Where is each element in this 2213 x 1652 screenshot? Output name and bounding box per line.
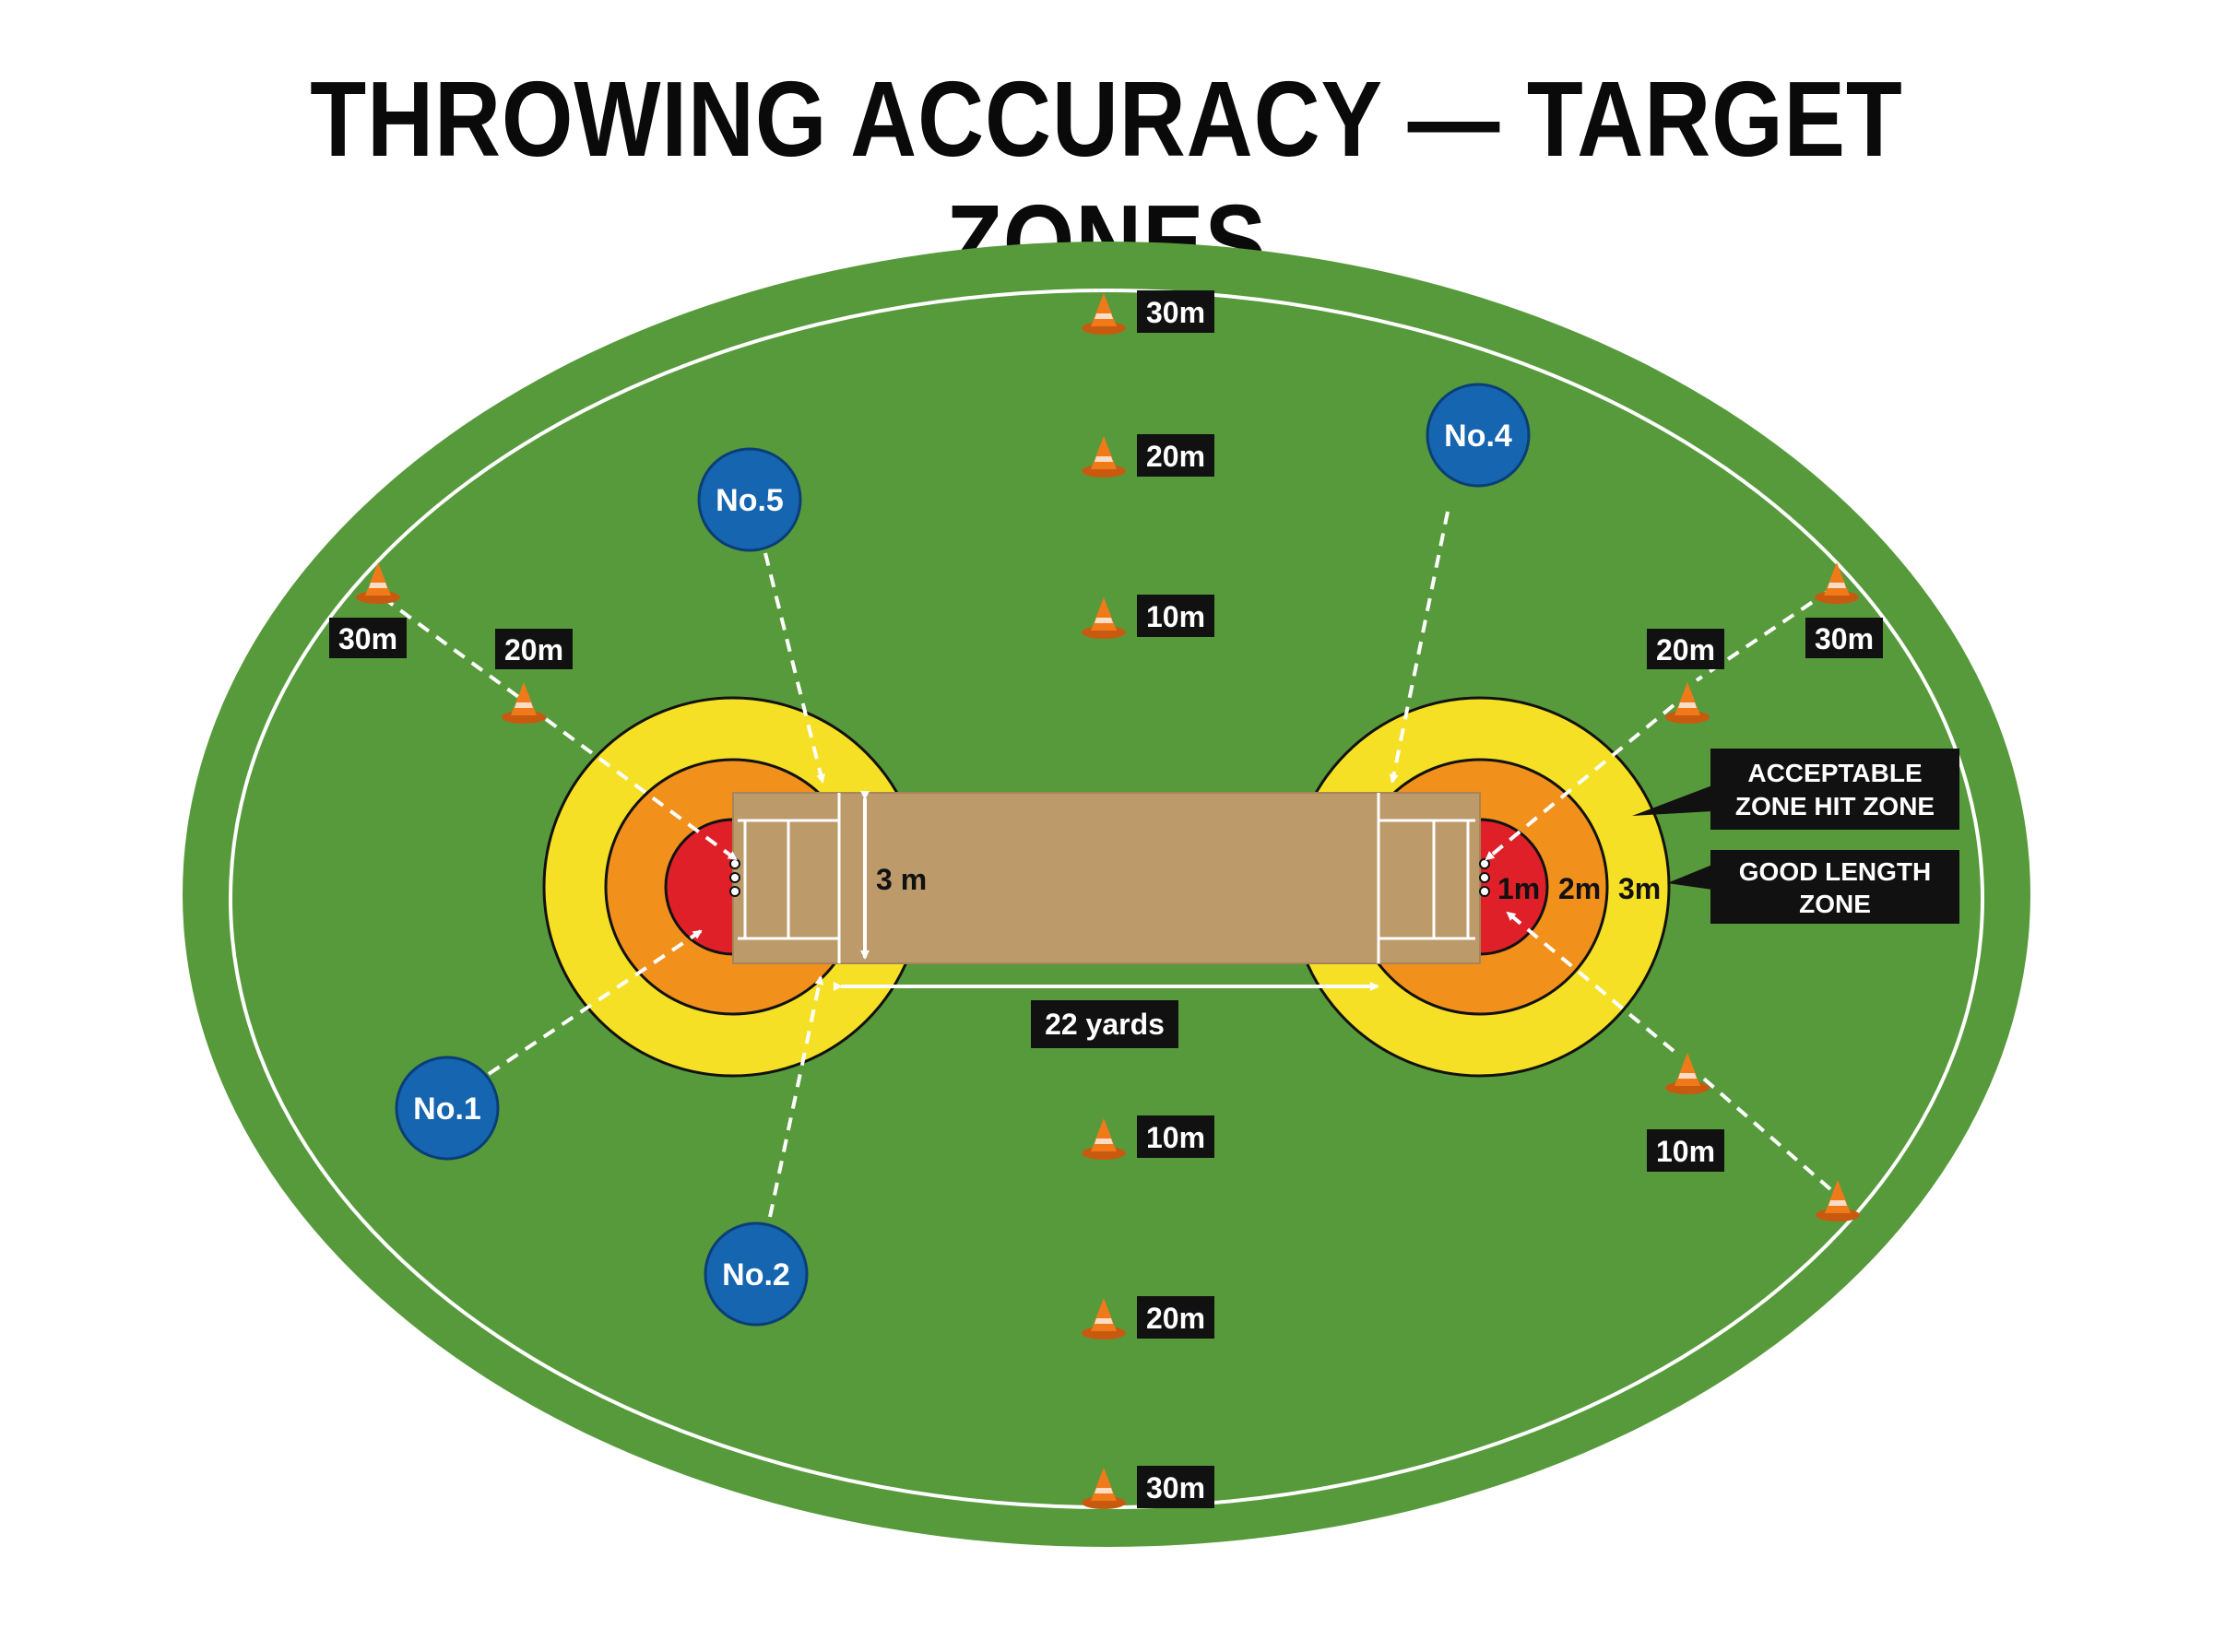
marker-upper-left-30m: 30m [329,562,407,658]
marker-bottom-10m-label: 10m [1146,1121,1205,1154]
zone-radius-3m: 3m [1618,872,1661,905]
acceptable-callout-line1: ACCEPTABLE [1747,759,1922,787]
good-length-callout-line2: ZONE [1799,890,1871,918]
player-no1-label: No.1 [413,1092,481,1127]
marker-lower-right-10m: 10m [1647,1053,1860,1221]
marker-bottom-30m: 30m [1082,1466,1214,1509]
marker-top-10m-label: 10m [1146,600,1205,633]
marker-bottom-20m: 20m [1082,1296,1214,1339]
good-length-callout: GOOD LENGTH ZONE [1667,850,1959,924]
player-no4: No.4 [1426,383,1531,488]
marker-top-30m: 30m [1082,290,1214,335]
marker-top-20m: 20m [1082,434,1214,478]
player-no5: No.5 [697,447,802,552]
marker-lower-right-10m-label: 10m [1656,1135,1715,1168]
player-no4-label: No.4 [1444,419,1512,454]
marker-bottom-30m-label: 30m [1146,1471,1205,1504]
marker-bottom-10m: 10m [1082,1115,1214,1160]
marker-upper-right-30m: 30m [1805,562,1883,658]
acceptable-callout-line2: ZONE HIT ZONE [1735,792,1935,820]
pitch-width-label: 3 m [876,863,927,896]
marker-upper-right-20m-label: 20m [1656,633,1715,667]
marker-top-30m-label: 30m [1146,296,1205,329]
player-no5-label: No.5 [716,483,784,518]
marker-upper-left-30m-label: 30m [338,622,397,655]
marker-upper-right-20m: 20m [1647,629,1724,724]
marker-upper-left-20m-label: 20m [504,633,563,667]
pitch-length-label: 22 yards [1045,1008,1165,1041]
zone-radius-1m: 1m [1497,872,1540,905]
marker-upper-left-20m: 20m [495,629,573,724]
player-no2-label: No.2 [722,1257,790,1292]
pitch-length-tag: 22 yards [1031,1000,1178,1048]
marker-top-20m-label: 20m [1146,440,1205,473]
marker-top-10m: 10m [1082,595,1214,639]
player-no2: No.2 [704,1221,809,1327]
right-stumps [1479,858,1490,897]
acceptable-zone-callout: ACCEPTABLE ZONE HIT ZONE [1632,749,1959,830]
good-length-callout-line1: GOOD LENGTH [1739,857,1931,886]
marker-bottom-20m-label: 20m [1146,1302,1205,1335]
marker-upper-right-30m-label: 30m [1815,622,1874,655]
player-no1: No.1 [395,1056,500,1161]
left-stumps [729,858,740,897]
pitch [732,792,1481,964]
zone-radius-2m: 2m [1558,872,1601,905]
